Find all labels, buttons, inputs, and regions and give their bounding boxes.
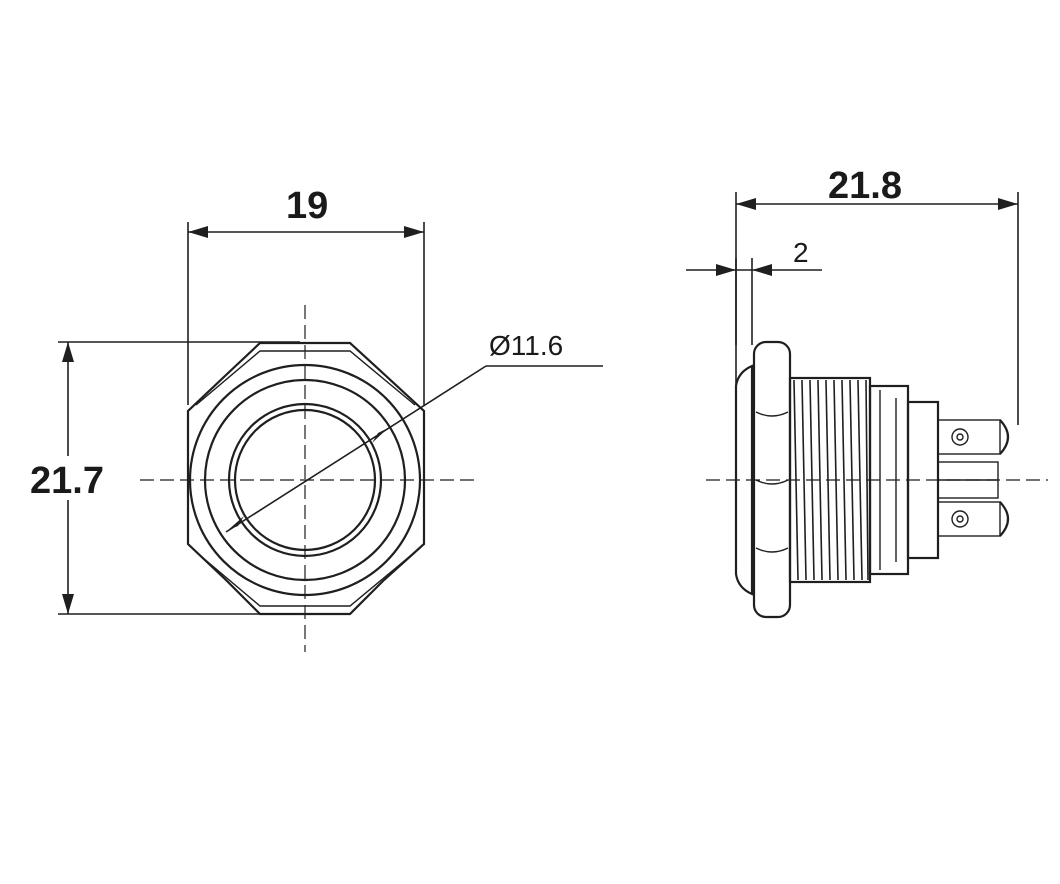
height-arrow-bottom — [62, 594, 74, 614]
flange-arrow-right — [752, 264, 772, 276]
diameter-leader-line — [225, 365, 487, 533]
height-arrow-top — [62, 342, 74, 362]
flange-dimension-label: 2 — [793, 237, 809, 268]
front-view: Ø11.6 19 21.7 — [24, 185, 603, 652]
height-label-background — [24, 456, 128, 500]
side-view: 21.8 2 — [686, 165, 1048, 619]
height-dimension-label: 21.7 — [30, 460, 104, 502]
length-arrow-right — [998, 198, 1018, 210]
nut-facet-lines — [755, 411, 789, 553]
diameter-arrow-inner — [228, 516, 244, 530]
bezel-profile — [734, 364, 754, 596]
terminal-upper — [937, 419, 1010, 455]
width-arrow-left — [188, 226, 208, 238]
diameter-arrow-outer — [372, 428, 388, 443]
hex-nut-outline — [186, 341, 426, 616]
terminal-lower — [937, 501, 1010, 537]
length-arrow-left — [736, 198, 756, 210]
flange-arrow-left — [716, 264, 736, 276]
length-dimension-label: 21.8 — [828, 165, 902, 207]
diameter-dimension-label: Ø11.6 — [489, 330, 563, 361]
width-dimension-label: 19 — [286, 185, 328, 227]
width-arrow-right — [404, 226, 424, 238]
